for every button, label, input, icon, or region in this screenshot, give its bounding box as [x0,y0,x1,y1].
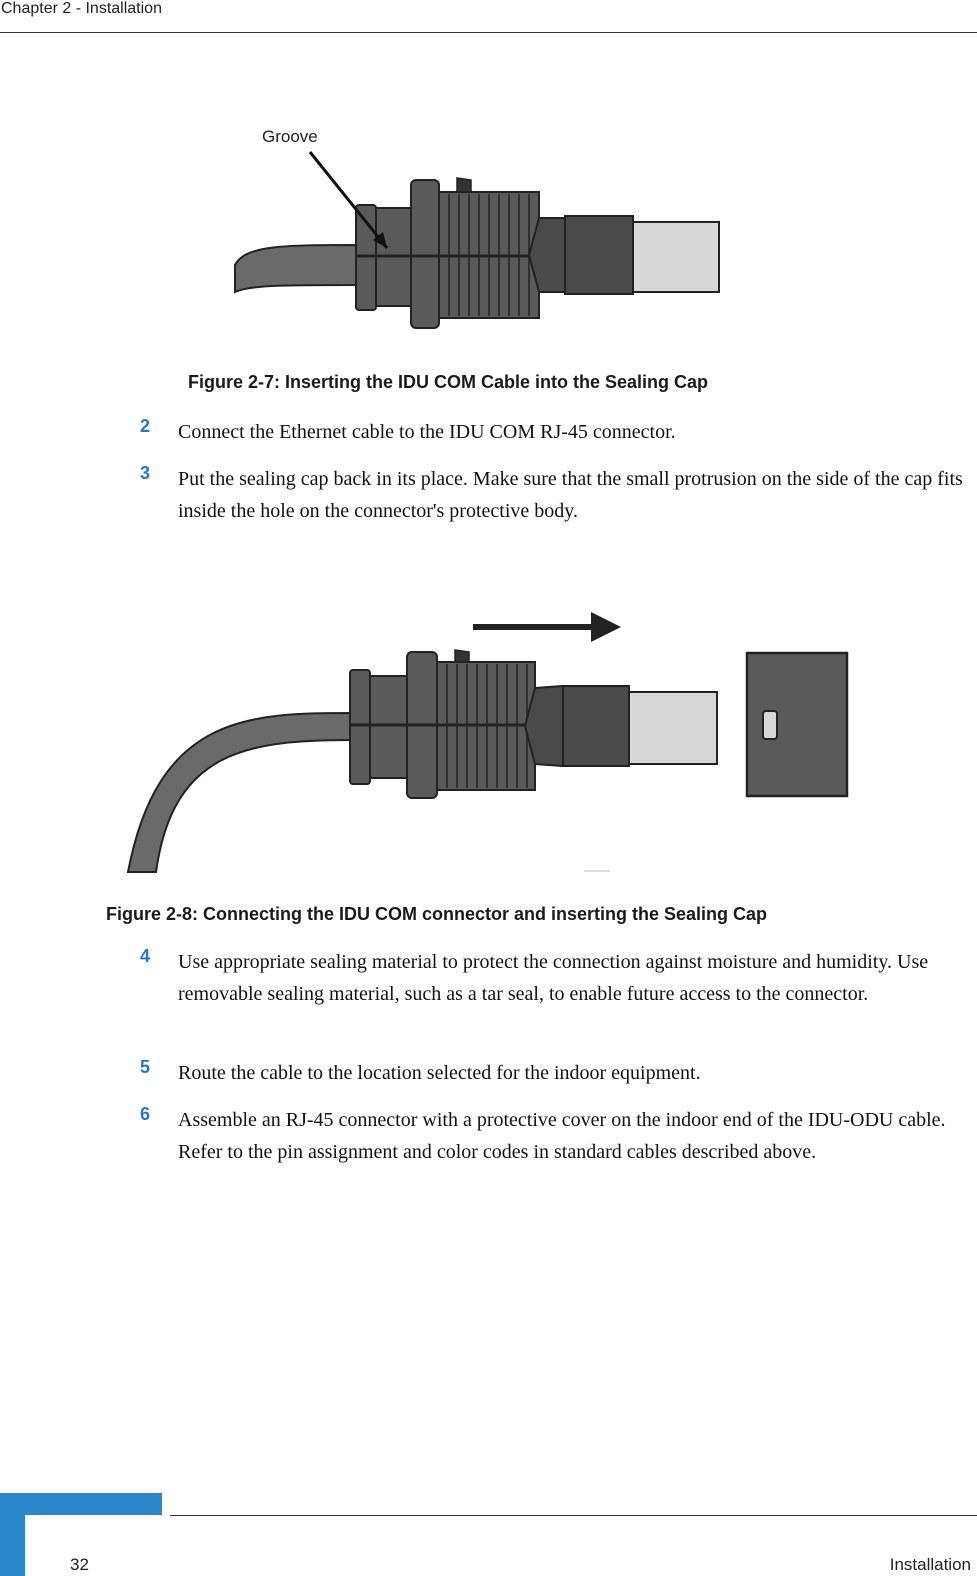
step-number: 5 [140,1057,151,1077]
step-text: Route the cable to the location selected… [178,1062,701,1084]
step-3: 3 Put the sealing cap back in its place.… [140,463,970,529]
step-number: 6 [140,1104,151,1124]
cap-hole [762,710,778,740]
rj45-plug [632,221,720,293]
step-number: 3 [140,463,151,483]
flange [410,179,440,329]
direction-arrow-head [591,612,621,642]
protrusion-tab [454,649,470,663]
footer-rule [170,1515,977,1516]
groove-label: Groove [262,127,318,146]
figure-connect-sealing-cap [126,612,849,873]
cable [234,243,361,294]
collar [349,669,371,785]
protrusion-tab [456,177,472,193]
boot [523,684,564,768]
figure-caption-2-7: Figure 2-7: Inserting the IDU COM Cable … [188,372,709,392]
step-6: 6 Assemble an RJ-45 connector with a pro… [140,1104,970,1202]
cable [126,711,354,873]
step-4: 4 Use appropriate sealing material to pr… [140,946,970,1044]
footer-section-title: Installation [889,1555,971,1574]
step-number: 4 [140,946,151,966]
direction-arrow-shaft [473,624,593,630]
boot [527,217,566,293]
figure-sealing-cap-groove: Groove [234,127,720,329]
page-number: 32 [70,1555,89,1574]
figure-caption-2-8: Figure 2-8: Connecting the IDU COM conne… [106,904,768,924]
step-text: Connect the Ethernet cable to the IDU CO… [178,421,676,443]
chapter-title: Chapter 2 - Installation [1,0,162,17]
rj45-plug [628,691,718,765]
footer-accent-bar [0,1493,162,1576]
step-2: 2 Connect the Ethernet cable to the IDU … [140,416,970,450]
step-text: Use appropriate sealing material to prot… [178,951,929,1005]
groove-pointer [308,151,389,249]
step-number: 2 [140,416,151,436]
running-header: Chapter 2 - Installation [0,0,977,33]
step-text: Put the sealing cap back in its place. M… [178,468,963,522]
step-5: 5 Route the cable to the location select… [140,1057,970,1091]
step-text: Assemble an RJ-45 connector with a prote… [178,1109,946,1163]
